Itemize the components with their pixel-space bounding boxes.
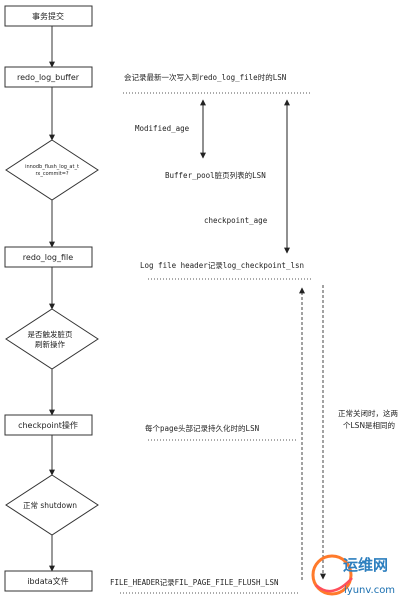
step-redo-log-buffer: redo_log_buffer — [4, 66, 93, 88]
annotation-file-header: FILE_HEADER记录FIL_PAGE_FILE_FLUSH_LSN — [110, 578, 279, 587]
step-checkpoint-label: checkpoint操作 — [18, 420, 78, 430]
annotation-log-file-header: Log file header记录log_checkpoint_lsn — [140, 261, 304, 270]
step-redo-log-file-label: redo_log_file — [23, 253, 73, 262]
decision-dirty-page-flush: 是否触发脏页 刷新操作 — [5, 308, 99, 370]
annotation-shutdown-note-line1: 正常关闭时，这两 — [338, 408, 398, 418]
annotation-page-header-lsn: 每个page头部记录持久化时的LSN — [145, 423, 259, 433]
annotation-shutdown-note-line2: 个LSN是相同的 — [343, 420, 395, 430]
watermark-url: iyunv.com — [344, 585, 395, 596]
step-ibdata-file: ibdata文件 — [4, 570, 93, 592]
step-redo-log-file: redo_log_file — [4, 246, 93, 268]
annotation-redo-log-file-lsn: 会记录最新一次写入到redo_log_file时的LSN — [124, 72, 286, 82]
decision-dirty-page-line1: 是否触发脏页 — [28, 329, 73, 339]
decision-normal-shutdown: 正常 shutdown — [5, 474, 99, 536]
step-transaction-commit: 事务提交 — [4, 5, 93, 27]
watermark-logo: 运维网 iyunv.com — [311, 554, 395, 596]
logo-ring-icon — [311, 554, 353, 596]
decision-dirty-page-line2: 刷新操作 — [35, 339, 65, 349]
decision-flush-log-line2: rx_commit=? — [35, 171, 68, 177]
dotted-separators — [120, 92, 312, 594]
decision-flush-log-line1: innodb_flush_log_at_t — [25, 164, 79, 170]
annotation-buffer-pool-lsn: Buffer_pool脏页列表的LSN — [165, 170, 266, 180]
step-ibdata-file-label: ibdata文件 — [27, 576, 68, 586]
shutdown-equality-arrows — [299, 285, 326, 580]
annotation-checkpoint-age: checkpoint_age — [204, 216, 268, 225]
decision-normal-shutdown-label: 正常 shutdown — [23, 501, 77, 510]
decision-flush-log-at-trx-commit: innodb_flush_log_at_t rx_commit=? — [5, 139, 99, 201]
step-checkpoint: checkpoint操作 — [4, 414, 93, 436]
step-transaction-commit-label: 事务提交 — [32, 11, 64, 21]
watermark-brand: 运维网 — [343, 556, 388, 574]
annotation-modified-age: Modified_age — [135, 124, 190, 133]
logo-swoosh-icon — [315, 577, 353, 593]
step-redo-log-buffer-label: redo_log_buffer — [17, 73, 80, 82]
